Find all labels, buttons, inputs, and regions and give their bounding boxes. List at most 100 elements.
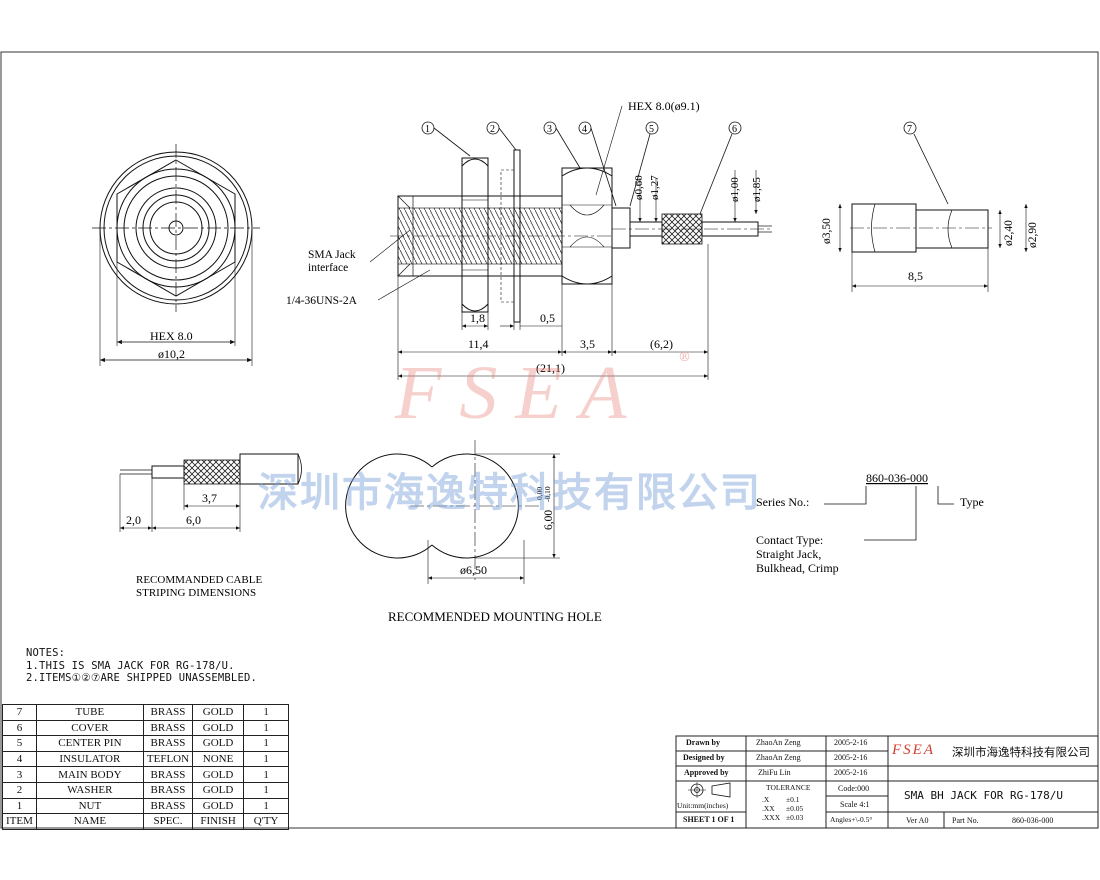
designed-date: 2005-2-16 (834, 753, 868, 762)
drawn-name: ZhaoAn Zeng (756, 738, 801, 747)
bom-cell-finish: GOLD (192, 797, 245, 815)
angles: Angles+\-0.5° (830, 815, 873, 824)
bom-cell-finish: GOLD (192, 735, 245, 752)
notes-line-1: 1.THIS IS SMA JACK FOR RG-178/U. (26, 659, 235, 672)
designed-label: Designed by (683, 753, 725, 762)
title-block-grid (675, 735, 1099, 829)
bom-cell-finish: GOLD (192, 766, 245, 783)
balloon-1: 1 (425, 124, 430, 135)
bom-cell-qty: 1 (243, 766, 290, 783)
title-logo: FSEA (892, 742, 935, 758)
bom-cell-item: 4 (2, 750, 37, 768)
approved-date: 2005-2-16 (834, 768, 868, 777)
cable-dim-c: 6,0 (186, 513, 201, 527)
bom-cell-name: COVER (35, 719, 144, 737)
bom-header-name: NAME (35, 813, 144, 830)
bom-cell-qty: 1 (243, 719, 290, 737)
bom-cell-spec: BRASS (142, 781, 194, 799)
balloon-5: 5 (649, 124, 654, 135)
series-label: Series No.: (756, 495, 809, 509)
part-code-legend (824, 486, 954, 541)
part-code: 860-036-000 (866, 471, 928, 485)
bom-cell-spec: BRASS (142, 766, 194, 783)
sheet-count: SHEET 1 OF 1 (683, 815, 735, 824)
bom-cell-qty: 1 (243, 781, 290, 799)
balloon-2: 2 (490, 124, 495, 135)
cable-dim-a: 3,7 (202, 491, 217, 505)
bom-cell-spec: BRASS (142, 735, 194, 752)
hole-tol-down: -0,10 (543, 486, 552, 502)
contact-3: Bulkhead, Crimp (756, 561, 839, 575)
bom-cell-finish: GOLD (192, 704, 245, 721)
bom-cell-item: 2 (2, 781, 37, 799)
balloon-7: 7 (907, 124, 912, 135)
bom-cell-spec: TEFLON (142, 750, 194, 768)
dim-o185: ø1,85 (751, 177, 763, 202)
dim-21-1: (21,1) (536, 361, 565, 375)
code: Code:000 (838, 784, 870, 793)
hole-tol-up: 0,00 (535, 487, 544, 500)
dim-o100: ø1,00 (729, 177, 741, 202)
notes-line-2: 2.ITEMS①②⑦ARE SHIPPED UNASSEMBLED. (26, 672, 258, 684)
side-view (369, 105, 772, 380)
bom-cell-qty: 1 (243, 735, 290, 752)
dim-3-5: 3,5 (580, 337, 595, 351)
fsea-watermark: FSEA (395, 351, 645, 435)
sheet-border (0, 51, 1099, 829)
mounting-hole-view (345, 440, 560, 584)
front-view (92, 144, 260, 366)
version: Ver A0 (906, 816, 929, 825)
front-dia-dim: ø10,2 (158, 347, 185, 361)
bom-cell-name: INSULATOR (35, 750, 144, 768)
cable-caption-1: RECOMMANDED CABLE (136, 574, 262, 586)
bom-cell-qty: 1 (243, 704, 290, 721)
bom-cell-finish: GOLD (192, 719, 245, 737)
cable-caption-2: STRIPING DIMENSIONS (136, 587, 256, 599)
tol-xxx-val: ±0.03 (786, 813, 804, 822)
drawn-label: Drawn by (686, 738, 721, 747)
bom-header-spec: SPEC. (142, 813, 194, 830)
balloon-4: 4 (582, 124, 587, 135)
thread-label: 1/4-36UNS-2A (286, 295, 358, 307)
dim-o127: ø1,27 (649, 175, 661, 200)
bom-header-item: ITEM (2, 813, 37, 830)
tol-xx-val: ±0.05 (786, 804, 804, 813)
company-watermark: 深圳市海逸特科技有限公司 (258, 469, 762, 516)
scale: Scale 4:1 (840, 800, 870, 809)
bom-cell-item: 3 (2, 766, 37, 783)
bom-cell-spec: BRASS (142, 797, 194, 815)
tolerance-label: TOLERANCE (766, 783, 811, 792)
hole-dia: ø6,50 (460, 563, 487, 577)
bom-cell-name: NUT (35, 797, 144, 815)
hex-label: HEX 8.0(ø9.1) (628, 99, 700, 113)
bom-cell-item: 5 (2, 735, 37, 752)
tube-view (838, 203, 1028, 292)
projection-symbol-icon (688, 782, 731, 798)
tol-x: .X (762, 795, 770, 804)
dim-6-2: (6,2) (650, 337, 673, 351)
tol-x-val: ±0.1 (786, 795, 800, 804)
bom-header-finish: FINISH (192, 813, 245, 830)
dim-1-8: 1,8 (470, 311, 485, 325)
bom-cell-name: TUBE (35, 704, 144, 721)
bom-cell-item: 6 (2, 719, 37, 737)
bom-cell-qty: 1 (243, 797, 290, 815)
drawn-date: 2005-2-16 (834, 738, 868, 747)
bom-cell-item: 7 (2, 704, 37, 721)
bom-cell-name: MAIN BODY (35, 766, 144, 783)
notes-title: NOTES: (26, 647, 66, 659)
sma-label-1: SMA Jack (308, 249, 356, 261)
drawing-title: SMA BH JACK FOR RG-178/U (904, 789, 1063, 802)
bom-cell-finish: GOLD (192, 781, 245, 799)
tol-xxx: .XXX (762, 813, 781, 822)
